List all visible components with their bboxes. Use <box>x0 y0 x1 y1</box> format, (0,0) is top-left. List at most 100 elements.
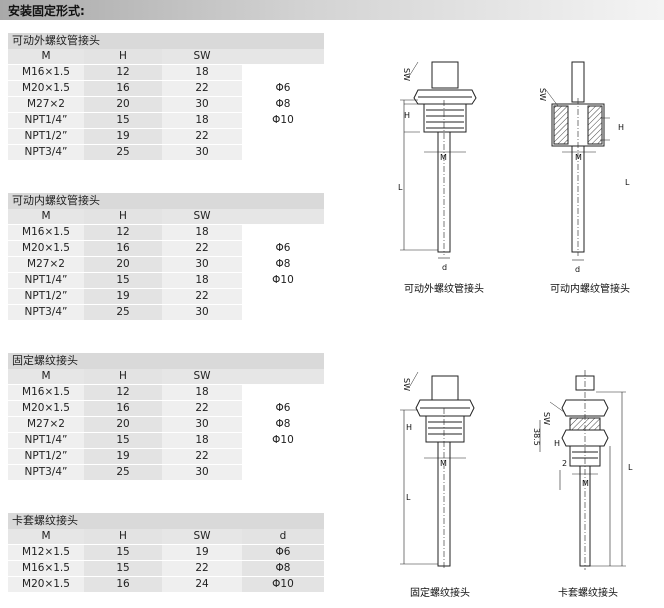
cell-sw: 18 <box>162 64 242 81</box>
cell-h: 12 <box>84 224 162 241</box>
cell-m: M27×2 <box>8 96 84 113</box>
cell-d: Φ10 <box>242 576 324 593</box>
dim-label-h: H <box>406 423 412 432</box>
dim-label-m: M <box>575 153 582 162</box>
cell-sw: 30 <box>162 256 242 273</box>
table-title: 可动内螺纹管接头 <box>8 193 324 209</box>
column-header-m: M <box>8 209 84 225</box>
cell-side <box>242 64 324 81</box>
cell-sw: 22 <box>162 400 242 417</box>
cell-m: M16×1.5 <box>8 560 84 577</box>
column-header-blank <box>242 369 324 385</box>
cell-sw: 30 <box>162 416 242 433</box>
cell-m: M16×1.5 <box>8 384 84 401</box>
table-title: 固定螺纹接头 <box>8 353 324 369</box>
cell-sw: 24 <box>162 576 242 593</box>
column-header-h: H <box>84 49 162 65</box>
cell-h: 15 <box>84 272 162 289</box>
cell-m: M27×2 <box>8 256 84 273</box>
dim-label-38-5: 38.5 <box>532 428 541 446</box>
cell-sw: 30 <box>162 96 242 113</box>
column-header-m: M <box>8 369 84 385</box>
cell-sw: 18 <box>162 384 242 401</box>
cell-sw: 30 <box>162 144 242 161</box>
cell-sw: 30 <box>162 464 242 481</box>
column-header-h: H <box>84 369 162 385</box>
column-header-m: M <box>8 49 84 65</box>
table-movable-male-thread: 可动外螺纹管接头 M H SW M16×1.5 12 18 M20×1.5 16… <box>8 33 324 161</box>
table-title: 卡套螺纹接头 <box>8 513 324 529</box>
cell-m: NPT1/4” <box>8 432 84 449</box>
dim-label-h: H <box>554 439 560 448</box>
column-header-d: d <box>242 529 324 545</box>
table-row: M16×1.5 12 18 <box>8 384 324 401</box>
cell-h: 12 <box>84 64 162 81</box>
cell-side <box>242 144 324 161</box>
table-fixed-thread: 固定螺纹接头 M H SW M16×1.5 12 18 M20×1.5 16 2… <box>8 353 324 481</box>
dim-label-h: H <box>404 111 410 120</box>
cell-sw: 22 <box>162 128 242 145</box>
section-title: 安装固定形式: <box>8 4 85 18</box>
cell-m: M16×1.5 <box>8 64 84 81</box>
drawing-movable-male-thread <box>400 61 477 259</box>
dim-label-h: H <box>618 123 624 132</box>
table-row: M20×1.5 16 22 Φ6 <box>8 400 324 417</box>
table-row: M27×2 20 30 Φ8 <box>8 416 324 433</box>
cell-diameter: Φ8 <box>242 96 324 113</box>
cell-m: NPT1/2” <box>8 128 84 145</box>
table-row: M20×1.5 16 24 Φ10 <box>8 576 324 593</box>
cell-m: M20×1.5 <box>8 576 84 593</box>
caption-ferrule-thread: 卡套螺纹接头 <box>558 588 618 599</box>
cell-sw: 22 <box>162 80 242 97</box>
dim-label-m: M <box>440 153 447 162</box>
cell-m: NPT3/4” <box>8 464 84 481</box>
table-ferrule-thread: 卡套螺纹接头 M H SW d M12×1.5 15 19 Φ6 M16×1.5… <box>8 513 324 593</box>
table-row: NPT3/4” 25 30 <box>8 144 324 161</box>
table-row: M16×1.5 15 22 Φ8 <box>8 560 324 577</box>
dim-label-sw: SW <box>538 88 547 101</box>
cell-h: 19 <box>84 448 162 465</box>
cell-h: 16 <box>84 400 162 417</box>
cell-m: NPT1/2” <box>8 288 84 305</box>
dim-label-sw: SW <box>402 68 411 81</box>
dim-label-l: L <box>625 178 630 187</box>
table-row: NPT3/4” 25 30 <box>8 304 324 321</box>
table-title: 可动外螺纹管接头 <box>8 33 324 49</box>
cell-m: NPT1/4” <box>8 272 84 289</box>
drawing-ferrule-thread <box>539 370 626 570</box>
table-row: M20×1.5 16 22 Φ6 <box>8 80 324 97</box>
drawing-movable-female-thread <box>545 61 610 261</box>
column-header-h: H <box>84 209 162 225</box>
table-row: NPT1/2” 19 22 <box>8 448 324 465</box>
table-movable-female-thread: 可动内螺纹管接头 M H SW M16×1.5 12 18 M20×1.5 16… <box>8 193 324 321</box>
dim-label-2: 2 <box>562 459 567 468</box>
cell-sw: 18 <box>162 272 242 289</box>
dim-label-sw: SW <box>542 412 551 425</box>
cell-diameter: Φ10 <box>242 432 324 449</box>
cell-m: M20×1.5 <box>8 400 84 417</box>
caption-movable-female-thread: 可动内螺纹管接头 <box>550 284 630 295</box>
column-header-blank <box>242 49 324 65</box>
cell-h: 15 <box>84 560 162 577</box>
cell-h: 16 <box>84 240 162 257</box>
table-row: NPT1/2” 19 22 <box>8 128 324 145</box>
dim-label-m: M <box>582 479 589 488</box>
cell-m: M20×1.5 <box>8 80 84 97</box>
cell-side <box>242 448 324 465</box>
cell-m: M16×1.5 <box>8 224 84 241</box>
cell-d: Φ8 <box>242 560 324 577</box>
column-header-h: H <box>84 529 162 545</box>
column-header-sw: SW <box>162 209 242 225</box>
cell-sw: 30 <box>162 304 242 321</box>
cell-h: 25 <box>84 304 162 321</box>
cell-sw: 22 <box>162 560 242 577</box>
drawing-fixed-thread <box>400 371 475 568</box>
table-row: NPT1/4” 15 18 Φ10 <box>8 272 324 289</box>
cell-h: 20 <box>84 416 162 433</box>
table-row: M16×1.5 12 18 <box>8 224 324 241</box>
column-header-sw: SW <box>162 529 242 545</box>
cell-h: 20 <box>84 96 162 113</box>
cell-side <box>242 128 324 145</box>
cell-diameter: Φ10 <box>242 112 324 129</box>
cell-h: 19 <box>84 288 162 305</box>
